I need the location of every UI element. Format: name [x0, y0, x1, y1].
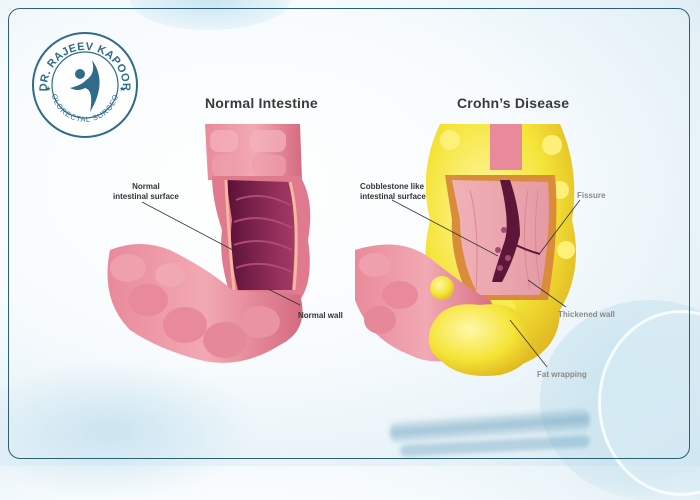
label-fissure: Fissure: [577, 191, 606, 200]
leader-lines: [141, 199, 581, 368]
panel-title-normal: Normal Intestine: [205, 95, 318, 111]
content-frame: [8, 8, 690, 459]
brand-logo: DR. RAJEEV KAPOOR COLORECTAL SURGEON ★ ★: [27, 23, 140, 140]
crohns-intestine-illustration: [355, 124, 576, 376]
label-normal-surface: Normal intestinal surface: [113, 182, 179, 202]
label-line: Normal: [132, 182, 160, 191]
panel-title-crohns: Crohn’s Disease: [457, 95, 570, 111]
label-normal-wall: Normal wall: [298, 311, 343, 320]
normal-intestine-illustration: [107, 124, 311, 363]
label-line: intestinal surface: [113, 192, 179, 201]
label-cobblestone: Cobblestone like intestinal surface: [360, 182, 426, 202]
label-thickened-wall: Thickened wall: [558, 310, 615, 319]
svg-text:★: ★: [119, 85, 125, 93]
label-fat-wrapping: Fat wrapping: [537, 370, 587, 379]
svg-text:★: ★: [45, 85, 51, 93]
label-line: intestinal surface: [360, 192, 426, 201]
label-line: Cobblestone like: [360, 182, 425, 191]
intestine-illustrations: [107, 124, 581, 376]
logo-badge-icon: DR. RAJEEV KAPOOR COLORECTAL SURGEON ★ ★: [27, 23, 138, 138]
